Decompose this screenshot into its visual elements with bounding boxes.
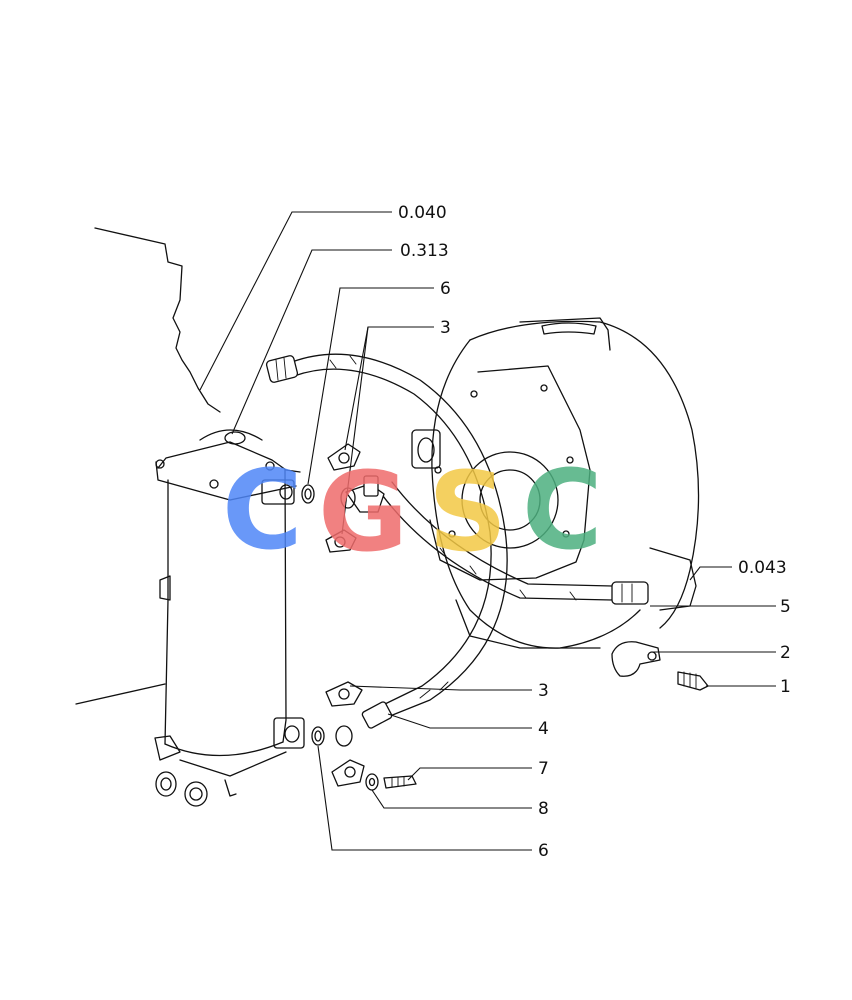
watermark-letter-c2: C <box>522 446 603 574</box>
watermark-letter-c1: C <box>222 446 303 574</box>
flywheel-housing <box>411 317 700 649</box>
oil-filter-canister <box>154 429 305 807</box>
label-5: 5 <box>780 597 791 617</box>
part-labels: 0.040 0.313 6 3 0.043 5 2 1 3 4 7 8 6 <box>398 203 791 861</box>
label-3-upper: 3 <box>440 318 451 338</box>
screw-and-washer <box>365 773 417 791</box>
cgsc-watermark: C G S C <box>222 446 603 576</box>
watermark-letter-g: G <box>318 448 408 576</box>
clamp-halves-lower <box>325 681 365 787</box>
label-1: 1 <box>780 677 791 697</box>
label-6-upper: 6 <box>440 279 451 299</box>
label-0313: 0.313 <box>400 241 449 261</box>
engine-block-outline <box>75 227 221 705</box>
label-4: 4 <box>538 719 549 739</box>
label-6-lower: 6 <box>538 841 549 861</box>
watermark-letter-s: S <box>428 448 507 576</box>
leader-lines <box>199 211 776 851</box>
p-clip <box>611 641 661 677</box>
label-8: 8 <box>538 799 549 819</box>
label-0040: 0.040 <box>398 203 447 223</box>
hose-lower <box>340 475 649 605</box>
seal-rings <box>301 484 353 747</box>
label-2: 2 <box>780 643 791 663</box>
label-0043: 0.043 <box>738 558 787 578</box>
label-3-lower: 3 <box>538 681 549 701</box>
bolt <box>677 671 709 691</box>
label-7: 7 <box>538 759 549 779</box>
